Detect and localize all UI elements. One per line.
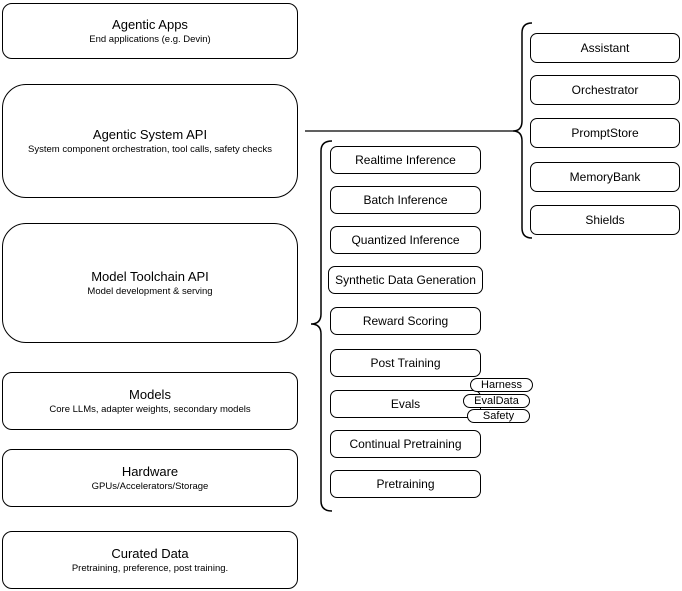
box-model-toolchain-api: Model Toolchain API Model development & …: [2, 223, 298, 343]
box-evals: Evals: [330, 390, 481, 418]
box-title: Hardware: [121, 463, 179, 479]
box-synthetic-data-generation: Synthetic Data Generation: [328, 266, 483, 294]
box-subtitle: End applications (e.g. Devin): [89, 33, 211, 45]
box-orchestrator: Orchestrator: [530, 75, 680, 105]
box-title: Curated Data: [111, 545, 189, 561]
box-title: Model Toolchain API: [91, 268, 209, 284]
box-memorybank: MemoryBank: [530, 162, 680, 192]
box-quantized-inference: Quantized Inference: [330, 226, 481, 254]
pill-safety: Safety: [467, 409, 530, 423]
pill-evaldata: EvalData: [463, 394, 530, 408]
box-models: Models Core LLMs, adapter weights, secon…: [2, 372, 298, 430]
box-subtitle: GPUs/Accelerators/Storage: [91, 480, 209, 492]
box-title: Models: [129, 386, 171, 402]
box-title: Agentic System API: [92, 126, 208, 142]
pill-harness: Harness: [470, 378, 533, 392]
box-subtitle: Core LLMs, adapter weights, secondary mo…: [49, 403, 251, 415]
box-promptstore: PromptStore: [530, 118, 680, 148]
box-continual-pretraining: Continual Pretraining: [330, 430, 481, 458]
box-curated-data: Curated Data Pretraining, preference, po…: [2, 531, 298, 589]
box-assistant: Assistant: [530, 33, 680, 63]
box-batch-inference: Batch Inference: [330, 186, 481, 214]
box-realtime-inference: Realtime Inference: [330, 146, 481, 174]
box-subtitle: System component orchestration, tool cal…: [28, 143, 272, 155]
box-post-training: Post Training: [330, 349, 481, 377]
box-pretraining: Pretraining: [330, 470, 481, 498]
box-agentic-apps: Agentic Apps End applications (e.g. Devi…: [2, 3, 298, 59]
middle-curly-brace: [310, 140, 333, 512]
box-subtitle: Pretraining, preference, post training.: [71, 562, 229, 574]
box-shields: Shields: [530, 205, 680, 235]
box-hardware: Hardware GPUs/Accelerators/Storage: [2, 449, 298, 507]
box-title: Agentic Apps: [112, 16, 188, 32]
box-reward-scoring: Reward Scoring: [330, 307, 481, 335]
box-agentic-system-api: Agentic System API System component orch…: [2, 84, 298, 198]
box-subtitle: Model development & serving: [87, 285, 213, 297]
